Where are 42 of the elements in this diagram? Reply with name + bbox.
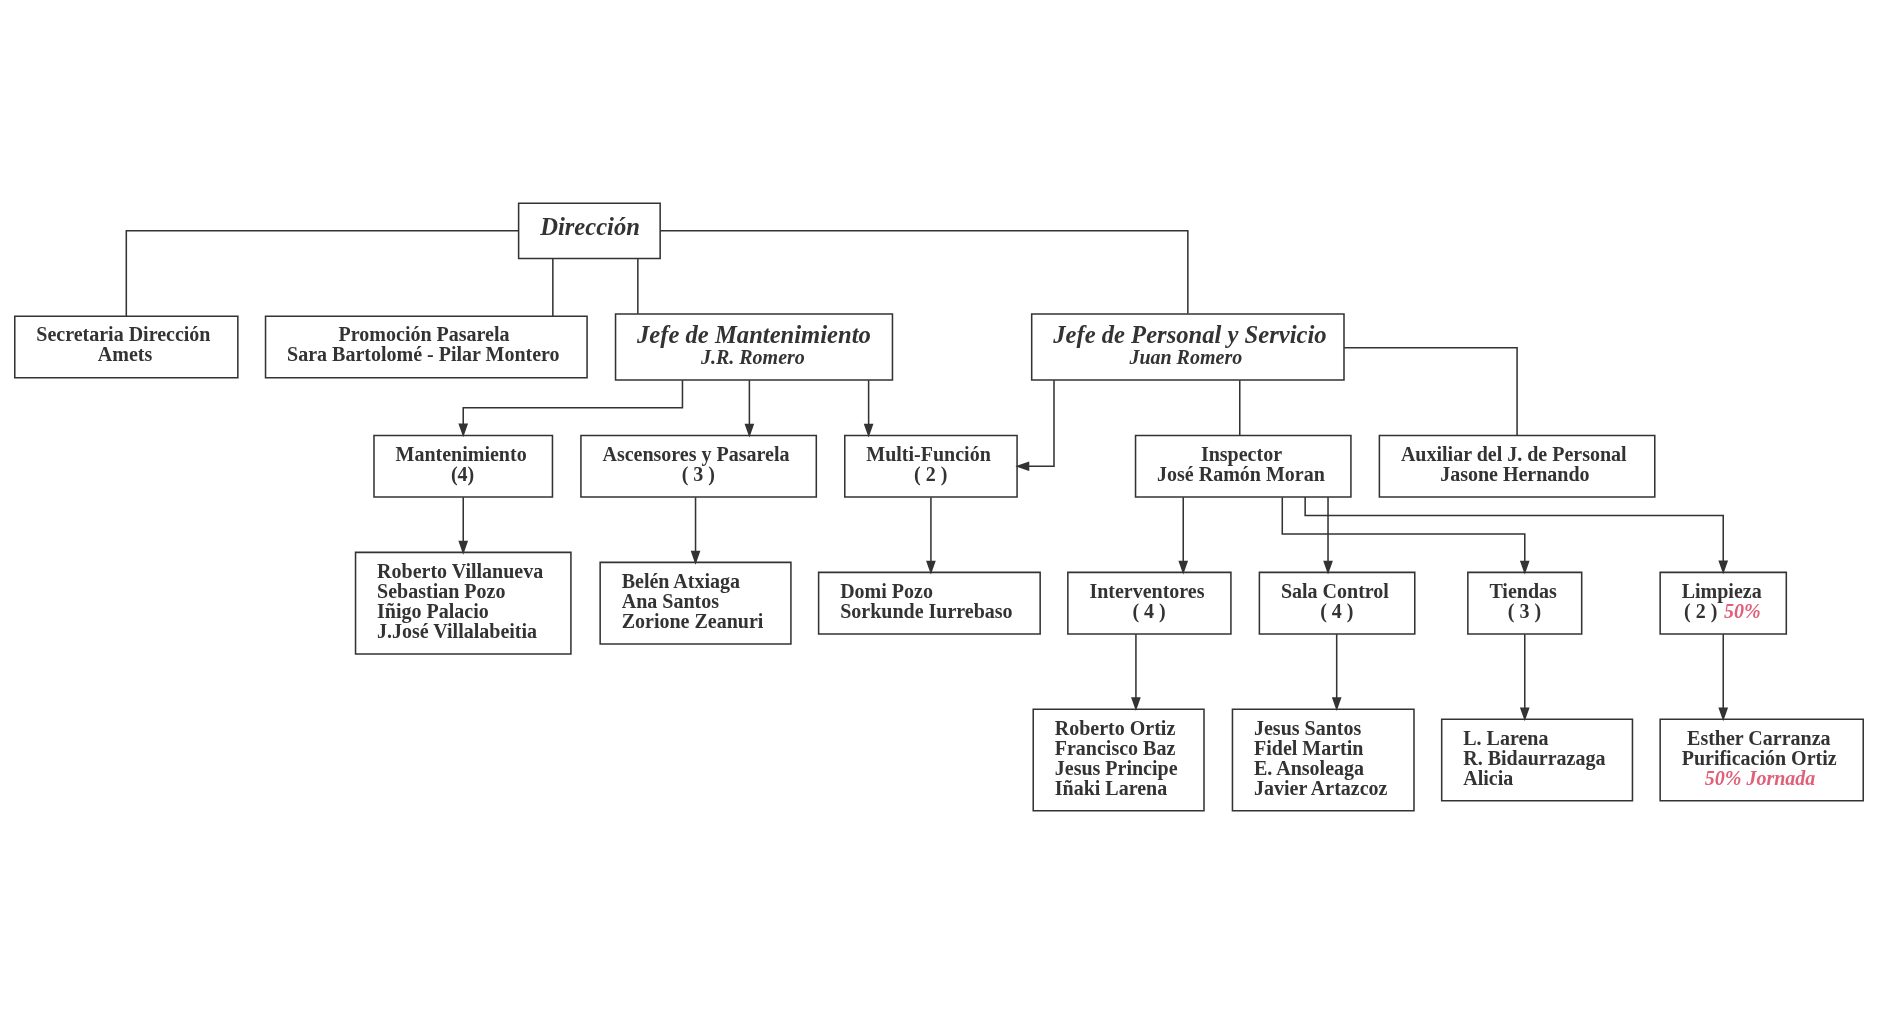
arrow (1178, 496, 1189, 575)
arrow (458, 496, 469, 555)
arrow (926, 496, 936, 575)
node-box: Jefe de Personal y Servicio Juan Romero (1030, 313, 1345, 381)
node-box: Dirección (517, 202, 661, 260)
node-box: Sala Control ( 4 ) (1258, 571, 1416, 635)
arrow (1718, 633, 1729, 722)
connector (659, 230, 1189, 315)
connector (637, 258, 639, 315)
node-box: Promoción Pasarela Sara Bartolomé - Pilar Montero (264, 315, 588, 379)
node-box: Ascensores y Pasarela ( 3 ) (580, 434, 818, 498)
node-box: Mantenimiento (4) (373, 434, 554, 498)
node-box: Jefe de Mantenimiento J.R. Romero (614, 313, 894, 381)
node-box: Multi-Función ( 2 ) (844, 434, 1018, 498)
arrow (744, 379, 755, 438)
connector (1343, 347, 1518, 436)
node-box: Esther Carranza Purificación Ortiz 50% Jornada (1659, 718, 1864, 802)
node-box: Limpieza ( 2 ) 50% (1659, 571, 1788, 635)
connector (552, 258, 554, 317)
arrow (458, 379, 684, 438)
arrow (863, 379, 874, 438)
arrow (1323, 496, 1333, 575)
node-box: Jesus Santos Fidel Martin E. Ansoleaga Javier Artazcoz (1231, 708, 1415, 812)
arrow (1015, 379, 1055, 472)
node-box: Belén Atxiaga Ana Santos Zorione Zeanuri (599, 561, 792, 645)
node-box: L. Larena R. Bidaurrazaga Alicia (1440, 718, 1634, 802)
arrow (1304, 496, 1729, 575)
connector (125, 230, 520, 317)
node-box: Roberto Ortiz Francisco Baz Jesus Principe Iñaki Larena (1032, 708, 1205, 812)
arrow (1331, 633, 1342, 712)
connector (1239, 379, 1241, 436)
arrow (1131, 633, 1141, 712)
arrow (1519, 633, 1530, 722)
node-box: Inspector José Ramón Moran (1134, 434, 1352, 498)
node-box: Auxiliar del J. de Personal Jasone Hernando (1378, 434, 1656, 498)
node-box: Interventores ( 4 ) (1067, 571, 1232, 635)
node-box: Secretaria Dirección Amets (14, 315, 239, 379)
node-box: Roberto Villanueva Sebastian Pozo Iñigo Palacio J.José Villalabeitia (354, 551, 572, 655)
node-box: Domi Pozo Sorkunde Iurrebaso (817, 571, 1041, 635)
node-box: Tiendas ( 3 ) (1467, 571, 1583, 635)
arrow (1281, 496, 1530, 575)
arrow (690, 496, 701, 565)
